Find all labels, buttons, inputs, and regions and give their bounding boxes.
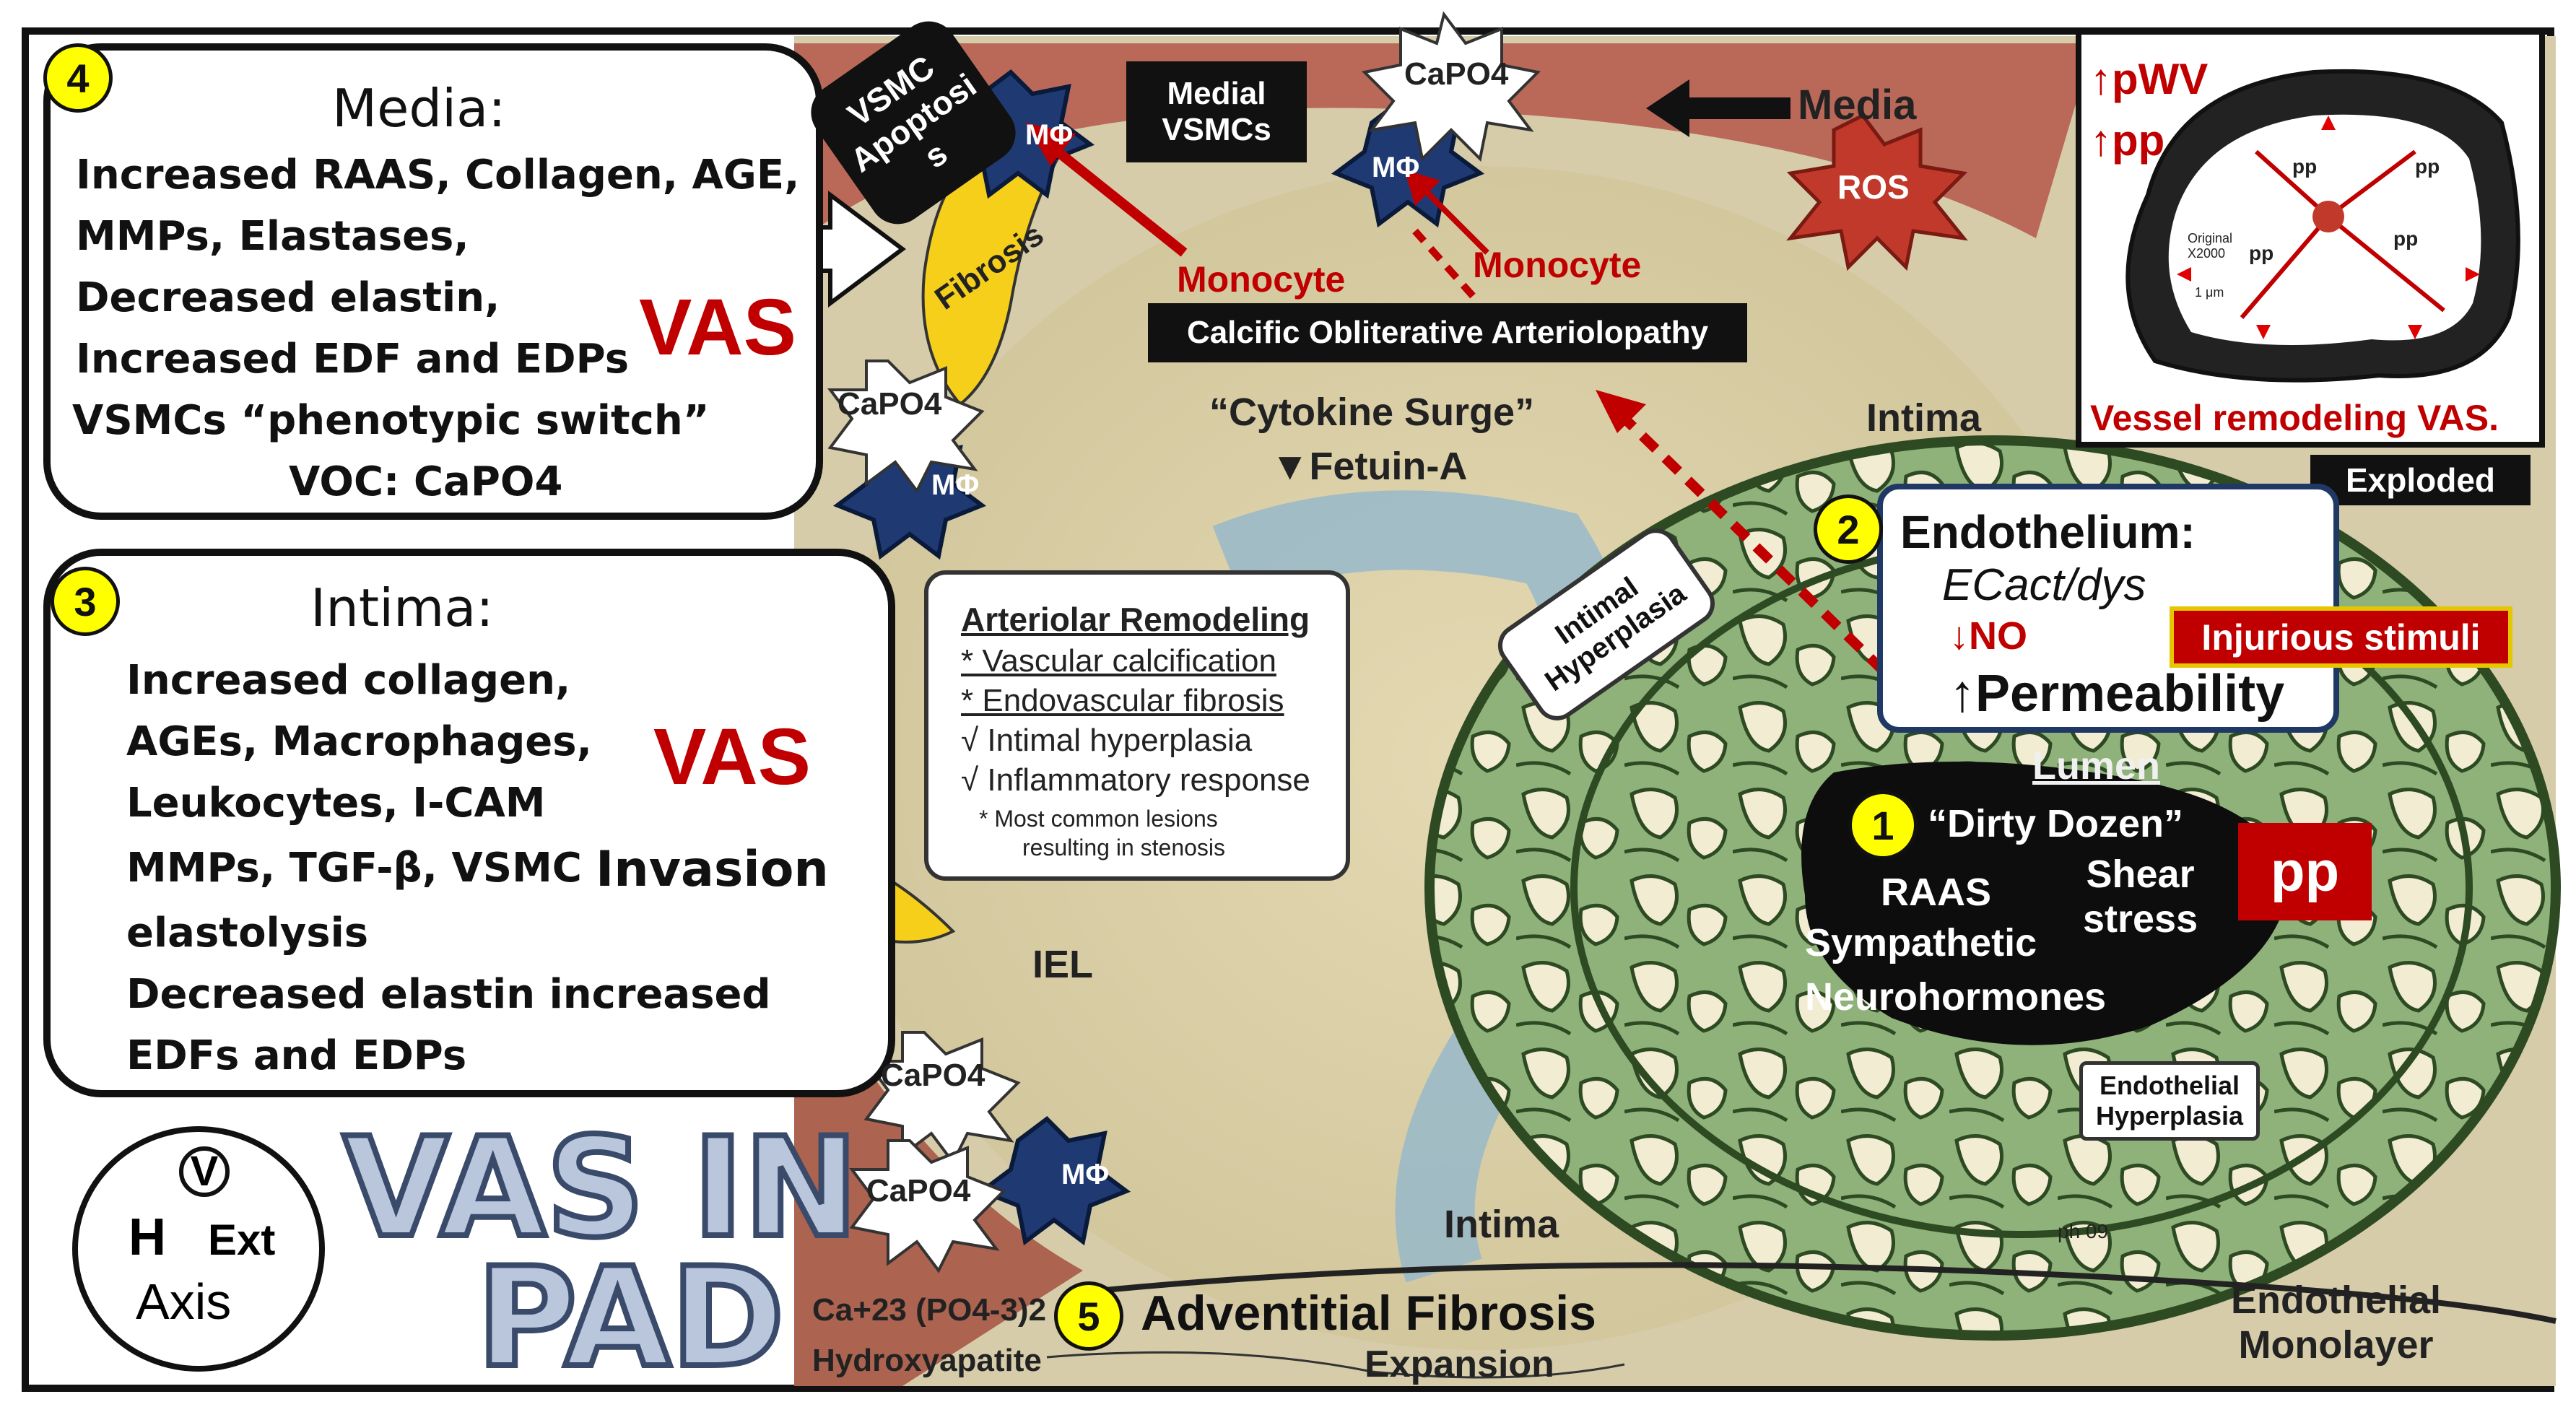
logo-h: H — [129, 1208, 166, 1266]
fetuin-label: ▼Fetuin-A — [1271, 445, 1468, 488]
inset-pp-3: pp — [2249, 242, 2274, 264]
intima-callout — [43, 549, 895, 1097]
arteriolar-title: Arteriolar Remodeling — [961, 601, 1310, 638]
inset-caption: Vessel remodeling VAS. — [2090, 398, 2499, 438]
badge-5: 5 — [1054, 1281, 1123, 1351]
macrophage-label-4: MΦ — [1061, 1159, 1110, 1190]
monocyte-label-1: Monocyte — [1177, 259, 1346, 300]
expansion-label: Expansion — [1365, 1343, 1554, 1385]
media-line-1: Increased RAAS, Collagen, AGE, — [76, 152, 800, 199]
pp-badge: pp — [2238, 823, 2372, 920]
media-line-2: MMPs, Elastases, — [76, 213, 469, 260]
media-vas-label: VAS — [639, 283, 797, 372]
media-line-6: VOC: CaPO4 — [289, 458, 563, 505]
inset-pp-4: pp — [2393, 227, 2419, 250]
intima-line-5: elastolysis — [126, 910, 369, 957]
no-label: ↓NO — [1949, 614, 2027, 658]
hydroxyapatite-label: Hydroxyapatite — [812, 1343, 1042, 1378]
capo4-left-3: CaPO4 — [866, 1173, 971, 1208]
intima-line-6: Decreased elastin increased — [126, 971, 771, 1018]
intima-line-7: EDFs and EDPs — [126, 1032, 467, 1079]
intima-invasion-label: Invasion — [596, 841, 829, 898]
macrophage-label-1: MΦ — [1025, 119, 1074, 151]
monocyte-label-2: Monocyte — [1473, 245, 1642, 285]
iel-label: IEL — [1032, 943, 1094, 986]
inset-original: Original X2000 — [2188, 231, 2233, 261]
capo4-top: CaPO4 — [1404, 56, 1509, 92]
inset-pp-1: pp — [2292, 155, 2318, 178]
media-line-4: Increased EDF and EDPs — [76, 336, 630, 383]
intima-vas-label: VAS — [653, 713, 811, 801]
badge-4: 4 — [43, 43, 113, 113]
hvext-logo: V H Ext Axis — [72, 1126, 325, 1372]
intima-line-2: AGEs, Macrophages, — [126, 718, 592, 765]
adventitial-fibrosis-label: Adventitial Fibrosis — [1141, 1286, 1596, 1341]
dirty-dozen-title: “Dirty Dozen” — [1928, 802, 2184, 845]
injurious-stimuli-label: Injurious stimuli — [2170, 606, 2512, 668]
sympathetic-label: Sympathetic — [1805, 921, 2037, 964]
permeability-label: ↑Permeability — [1949, 665, 2285, 723]
media-label: Media — [1798, 82, 1917, 129]
media-callout — [43, 43, 823, 520]
inset-scale: 1 μm — [2195, 285, 2224, 300]
shear-stress-label: Shear stress — [2083, 853, 2198, 941]
inset-pwv: ↑pWV — [2090, 55, 2209, 103]
capo4-left-2: CaPO4 — [881, 1058, 985, 1093]
inset-pp: ↑pp — [2090, 116, 2165, 165]
inset-pp-2: pp — [2415, 155, 2440, 178]
capo4-left-1: CaPO4 — [837, 386, 942, 422]
intima-title: Intima: — [310, 578, 494, 638]
intima-line-1: Increased collagen, — [126, 657, 571, 704]
endothelial-monolayer-label: Endothelial Monolayer — [2231, 1279, 2442, 1367]
neurohormones-label: Neurohormones — [1805, 975, 2107, 1019]
endothelial-hyperplasia-label: Endothelial Hyperplasia — [2095, 1071, 2244, 1131]
ecact-label: ECact/dys — [1942, 560, 2146, 610]
intima-bottom-label: Intima — [1444, 1203, 1559, 1246]
medial-vsmcs-label: Medial VSMCs — [1126, 61, 1307, 162]
arteriolar-remodeling-box: Arteriolar Remodeling * Vascular calcifi… — [924, 570, 1350, 881]
calcific-label: Calcific Obliterative Arteriolopathy — [1148, 303, 1747, 362]
big-title-line-2: PAD — [474, 1235, 788, 1401]
lumen-label: Lumen — [2032, 744, 2161, 788]
media-line-5: VSMCs “phenotypic switch” — [72, 397, 710, 444]
arteriolar-item-2: * Endovascular fibrosis — [961, 683, 1284, 718]
logo-axis: Axis — [136, 1273, 232, 1330]
logo-ext: Ext — [208, 1216, 276, 1264]
macrophage-label-2: MΦ — [1372, 152, 1420, 183]
endothelial-hyperplasia-box: Endothelial Hyperplasia — [2079, 1061, 2260, 1141]
inset-vessel — [2125, 69, 2520, 383]
badge-2: 2 — [1814, 495, 1883, 564]
arteriolar-item-6: resulting in stenosis — [1022, 835, 1226, 861]
intima-line-3: Leukocytes, I-CAM — [126, 780, 546, 827]
ph-label: ph 09 — [2058, 1220, 2109, 1242]
exploded-label: Exploded — [2310, 455, 2531, 505]
logo-v: V — [179, 1146, 230, 1197]
endothelium-title: Endothelium: — [1900, 506, 2196, 558]
raas-label: RAAS — [1881, 871, 1992, 914]
arteriolar-item-5: * Most common lesions — [979, 806, 1218, 832]
badge-3: 3 — [51, 567, 120, 636]
badge-1: 1 — [1848, 790, 1918, 860]
intima-top-label: Intima — [1866, 396, 1982, 440]
macrophage-label-3: MΦ — [931, 469, 980, 501]
big-title-line-1: VAS IN — [340, 1105, 861, 1271]
cytokine-label: “Cytokine Surge” — [1209, 391, 1535, 434]
ros-label: ROS — [1837, 168, 1910, 206]
media-line-3: Decreased elastin, — [76, 274, 500, 321]
intima-line-4: MMPs, TGF-β, VSMC — [126, 845, 582, 892]
arteriolar-item-3: √ Intimal hyperplasia — [961, 723, 1253, 758]
arteriolar-item-1: * Vascular calcification — [961, 643, 1276, 679]
hydroxy-formula-label: Ca+23 (PO4-3)2 — [812, 1292, 1047, 1328]
arteriolar-item-4: √ Inflammatory response — [961, 762, 1310, 798]
media-title: Media: — [332, 78, 506, 139]
